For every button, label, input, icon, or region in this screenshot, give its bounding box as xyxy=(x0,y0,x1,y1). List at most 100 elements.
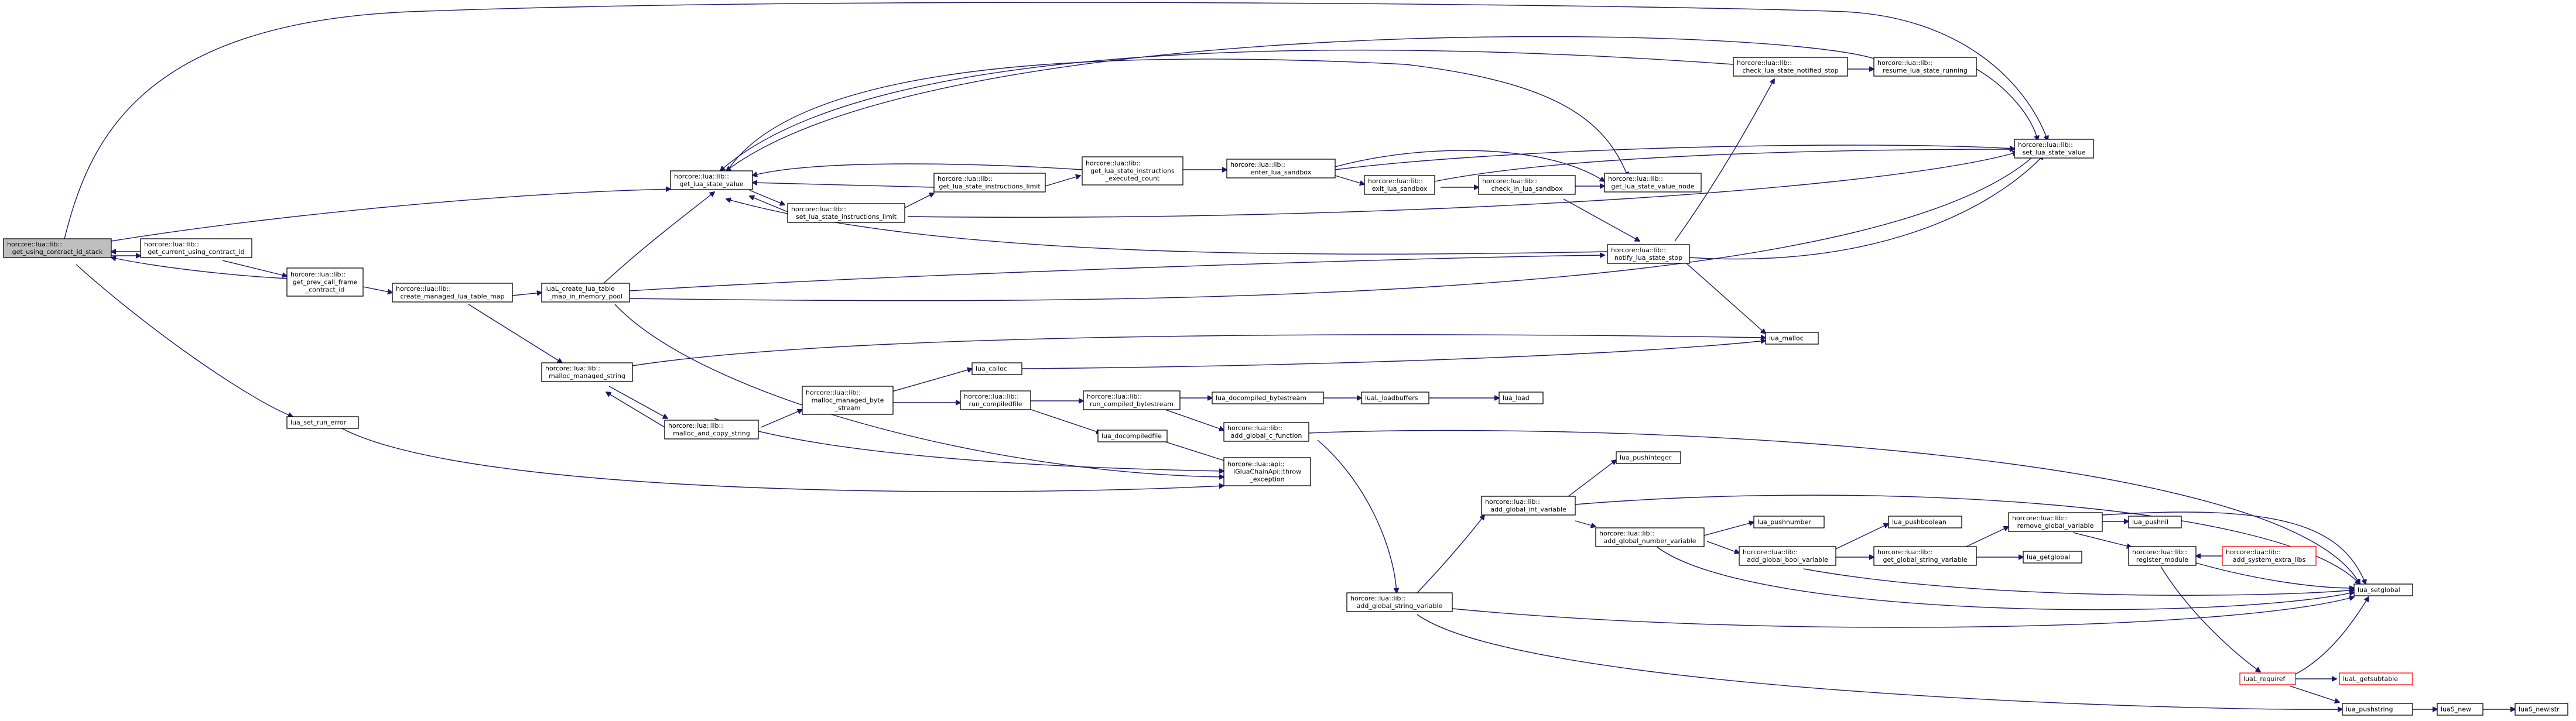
node-box xyxy=(2014,139,2094,159)
node-box xyxy=(1873,57,1977,77)
node-gpcfci[interactable]: horcore::lua::lib::get_prev_call_frame_c… xyxy=(286,267,364,297)
node-box xyxy=(1478,175,1576,195)
node-ldcf[interactable]: lua_docompiledfile xyxy=(1097,430,1168,442)
node-rcb[interactable]: horcore::lua::lib::run_compiled_bytestre… xyxy=(1083,390,1181,410)
node-agiv[interactable]: horcore::lua::lib::add_global_int_variab… xyxy=(1481,496,1576,516)
node-lser[interactable]: lua_set_run_error xyxy=(286,416,359,429)
node-label: notify_lua_state_stop xyxy=(1614,254,1682,262)
node-glsvn[interactable]: horcore::lua::lib::get_lua_state_value_n… xyxy=(1604,173,1702,193)
node-lreq[interactable]: luaL_requiref xyxy=(2239,672,2296,685)
node-gcuci[interactable]: horcore::lua::lib::get_current_using_con… xyxy=(140,238,252,258)
node-cmltm[interactable]: horcore::lua::lib::create_managed_lua_ta… xyxy=(392,283,513,303)
node-macs[interactable]: horcore::lua::lib::malloc_and_copy_strin… xyxy=(664,420,759,440)
node-rcf[interactable]: horcore::lua::lib::run_compiledfile xyxy=(960,390,1031,410)
node-label: malloc_managed_byte xyxy=(812,397,884,404)
edge-rlsr-slsv xyxy=(1976,68,2038,140)
node-agsv[interactable]: horcore::lua::lib::add_global_string_var… xyxy=(1346,592,1453,612)
node-nlss[interactable]: horcore::lua::lib::notify_lua_state_stop xyxy=(1607,244,1690,264)
node-box xyxy=(1888,516,1962,528)
node-box xyxy=(971,362,1022,375)
node-box xyxy=(1097,430,1168,442)
node-slsil[interactable]: horcore::lua::lib::set_lua_state_instruc… xyxy=(787,203,905,223)
node-lsg[interactable]: lua_setglobal xyxy=(2353,583,2413,596)
node-lpb[interactable]: lua_pushboolean xyxy=(1888,516,1962,528)
node-lgg[interactable]: lua_getglobal xyxy=(2023,551,2082,564)
node-lpn[interactable]: lua_pushnumber xyxy=(1753,516,1825,528)
node-glsil[interactable]: horcore::lua::lib::get_lua_state_instruc… xyxy=(933,173,1046,193)
edge-slsil-glsil xyxy=(904,193,934,208)
node-ldbs[interactable]: lua_docompiled_bytestream xyxy=(1212,392,1324,404)
node-label: horcore::lua::lib:: xyxy=(1877,548,1932,556)
node-lload[interactable]: lua_load xyxy=(1499,392,1544,404)
node-rm[interactable]: horcore::lua::lib::register_module xyxy=(2128,546,2197,566)
node-slsv[interactable]: horcore::lua::lib::set_lua_state_value xyxy=(2014,139,2094,159)
node-label: lua_pushnumber xyxy=(1757,519,1811,526)
node-agnv[interactable]: horcore::lua::lib::add_global_number_var… xyxy=(1595,527,1705,547)
node-asel[interactable]: horcore::lua::lib::add_system_extra_libs xyxy=(2222,546,2317,566)
edge-lcalloc-lmalloc xyxy=(1021,341,1766,369)
edge-agbv-lsg xyxy=(1803,568,2354,596)
node-ggsv[interactable]: horcore::lua::lib::get_global_string_var… xyxy=(1873,546,1977,566)
node-cils[interactable]: horcore::lua::lib::check_in_lua_sandbox xyxy=(1478,175,1576,195)
node-label: get_lua_state_value xyxy=(679,180,743,188)
node-clsns[interactable]: horcore::lua::lib::check_lua_state_notif… xyxy=(1733,57,1848,77)
node-lsnewstr[interactable]: luaS_newlstr xyxy=(2515,703,2568,716)
node-mmbs[interactable]: horcore::lua::lib::malloc_managed_byte_s… xyxy=(802,386,894,415)
edge-cils-nlss xyxy=(1563,198,1640,241)
node-agbv[interactable]: horcore::lua::lib::add_global_bool_varia… xyxy=(1739,546,1836,566)
edge-agsv-lps xyxy=(1417,614,2342,709)
node-lcalloc[interactable]: lua_calloc xyxy=(971,362,1022,375)
node-rgv[interactable]: horcore::lua::lib::remove_global_variabl… xyxy=(2008,512,2103,532)
node-lgst[interactable]: luaL_getsubtable xyxy=(2339,672,2413,685)
node-lps[interactable]: lua_pushstring xyxy=(2342,703,2413,716)
node-box xyxy=(2342,703,2413,716)
node-label: horcore::lua::lib:: xyxy=(290,271,345,279)
node-mms[interactable]: horcore::lua::lib::malloc_managed_string xyxy=(541,362,633,382)
node-box xyxy=(1595,527,1705,547)
node-label: run_compiled_bytestream xyxy=(1090,400,1174,408)
node-label: luaL_requiref xyxy=(2243,675,2286,683)
edge-lctm-slsv xyxy=(629,152,2038,301)
node-tex[interactable]: horcore::lua::api::IGluaChainApi::throw_… xyxy=(1223,457,1311,486)
node-box xyxy=(286,416,359,429)
node-agcf[interactable]: horcore::lua::lib::add_global_c_function xyxy=(1223,422,1309,442)
node-box xyxy=(2023,551,2082,564)
node-label: horcore::lua::lib:: xyxy=(1743,548,1798,556)
node-els[interactable]: horcore::lua::lib::enter_lua_sandbox xyxy=(1226,159,1336,178)
node-lsnew[interactable]: luaS_new xyxy=(2437,703,2483,716)
node-rlsr[interactable]: horcore::lua::lib::resume_lua_state_runn… xyxy=(1873,57,1977,77)
node-label: lua_pushstring xyxy=(2346,706,2393,713)
edge-nlss-lmalloc xyxy=(1686,263,1766,334)
node-lctm[interactable]: luaL_create_lua_table_map_in_memory_pool xyxy=(541,283,630,303)
edge-mms-macs xyxy=(608,386,668,418)
edge-lctm-nlss xyxy=(629,255,1605,291)
node-lmalloc[interactable]: lua_malloc xyxy=(1765,332,1819,345)
edge-glsil-glsv xyxy=(752,183,935,188)
edge-gcuci-gpcfci xyxy=(222,260,287,276)
edge-root-slsv xyxy=(64,2,2048,239)
node-box xyxy=(2339,672,2413,685)
node-label: horcore::lua::lib:: xyxy=(1087,393,1142,400)
node-label: malloc_and_copy_string xyxy=(673,430,750,437)
node-label: _contract_id xyxy=(305,286,345,294)
node-box xyxy=(1212,392,1324,404)
node-label: horcore::lua::lib:: xyxy=(1482,177,1537,185)
node-group: horcore::lua::lib::get_using_contract_id… xyxy=(3,57,2568,716)
node-label: add_global_bool_variable xyxy=(1747,556,1828,564)
node-glsiec[interactable]: horcore::lua::lib::get_lua_state_instruc… xyxy=(1082,156,1183,186)
node-root[interactable]: horcore::lua::lib::get_using_contract_id… xyxy=(3,238,112,258)
node-label: add_global_string_variable xyxy=(1357,602,1443,610)
node-label: lua_set_run_error xyxy=(290,419,347,427)
edge-agcf-agsv xyxy=(1317,440,1397,593)
node-lpi[interactable]: lua_pushinteger xyxy=(1616,451,1681,464)
node-box xyxy=(1364,175,1435,195)
node-label: horcore::lua::lib:: xyxy=(1608,175,1663,183)
node-glsv[interactable]: horcore::lua::lib::get_lua_state_value xyxy=(670,170,753,190)
node-label: resume_lua_state_running xyxy=(1883,67,1968,74)
node-label: get_current_using_contract_id xyxy=(148,248,244,256)
node-lpnil[interactable]: lua_pushnil xyxy=(2128,516,2182,528)
edge-root-lser xyxy=(76,264,293,417)
node-exls[interactable]: horcore::lua::lib::exit_lua_sandbox xyxy=(1364,175,1435,195)
node-llb[interactable]: luaL_loadbuffers xyxy=(1361,392,1429,404)
node-label: horcore::lua::lib:: xyxy=(1086,160,1141,167)
